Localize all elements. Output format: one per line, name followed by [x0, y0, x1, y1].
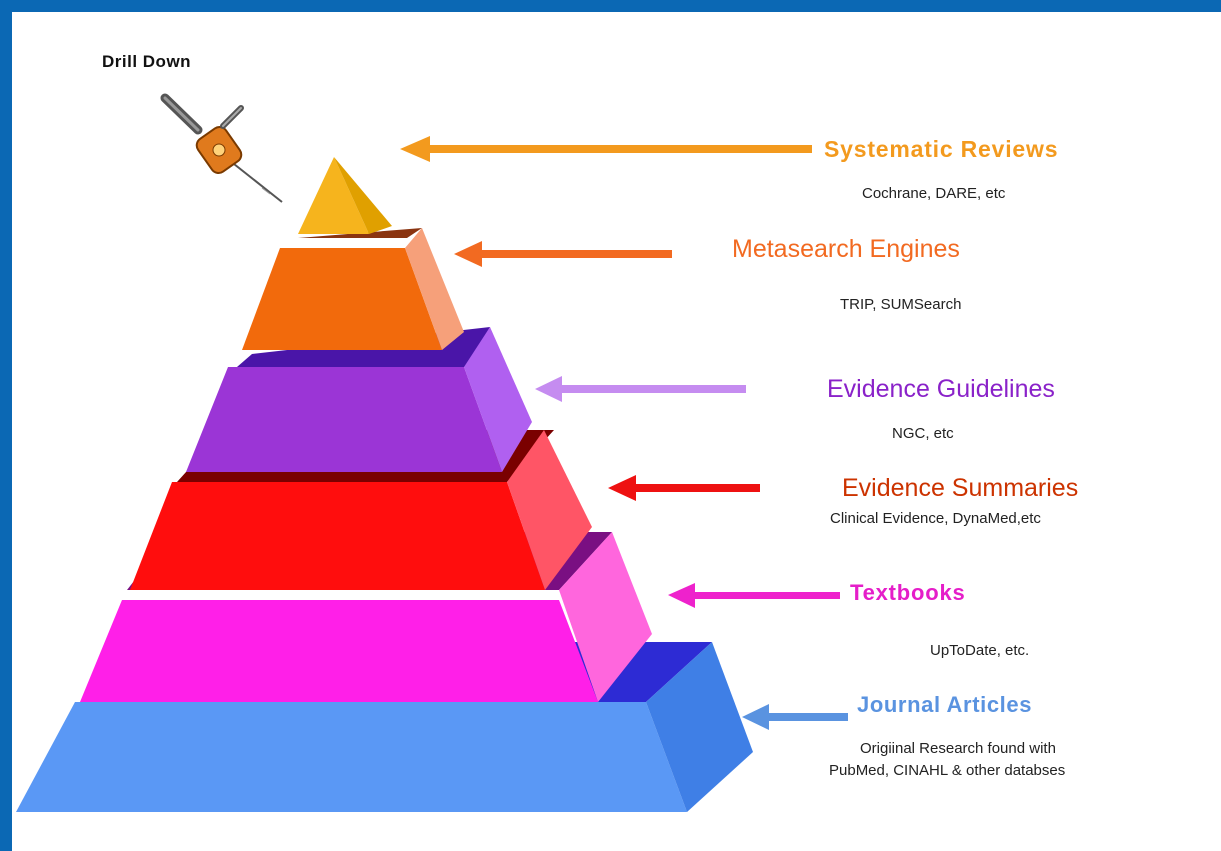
- sublabel-evidence-guidelines: NGC, etc: [892, 425, 954, 442]
- drill-down-label: Drill Down: [102, 52, 192, 71]
- arrow-journal-articles: [742, 704, 848, 730]
- tier-side-face: [507, 430, 592, 590]
- sublabel-journal-articles-line1: Origiinal Research found with: [860, 740, 1056, 757]
- pyramid-tier-systematic-reviews: [298, 157, 392, 234]
- sublabel-evidence-summaries: Clinical Evidence, DynaMed,etc: [830, 510, 1041, 527]
- slide-canvas: Drill Down Systematic Reviews Cochrane, …: [12, 12, 1221, 851]
- sublabel-metasearch-engines: TRIP, SUMSearch: [840, 296, 962, 313]
- arrow-metasearch-engines: [454, 241, 672, 267]
- arrow-evidence-guidelines: [535, 376, 746, 402]
- tier-front-face: [242, 248, 442, 350]
- tier-front-face: [80, 600, 598, 702]
- tier-side-face: [464, 327, 532, 472]
- label-systematic-reviews: Systematic Reviews: [824, 136, 1059, 162]
- sublabel-systematic-reviews: Cochrane, DARE, etc: [862, 185, 1006, 202]
- tier-side-face: [559, 532, 652, 702]
- tier-side-face: [405, 228, 464, 350]
- label-journal-articles: Journal Articles: [857, 692, 1033, 717]
- sublabel-textbooks: UpToDate, etc.: [930, 642, 1030, 659]
- arrow-systematic-reviews: [400, 136, 812, 162]
- label-evidence-guidelines: Evidence Guidelines: [827, 375, 1055, 403]
- tier-front-face: [16, 702, 687, 812]
- tier-front-face: [298, 157, 369, 234]
- arrow-textbooks: [668, 583, 840, 608]
- drill-icon: [160, 93, 283, 203]
- label-metasearch-engines: Metasearch Engines: [732, 235, 960, 263]
- label-textbooks: Textbooks: [850, 580, 966, 605]
- pyramid-tier-metasearch-engines: [242, 228, 464, 350]
- tier-side-face: [646, 642, 753, 812]
- arrow-evidence-summaries: [608, 475, 760, 501]
- label-evidence-summaries: Evidence Summaries: [842, 474, 1079, 502]
- tier-front-face: [186, 367, 502, 472]
- tier-front-face: [130, 482, 545, 590]
- sublabel-journal-articles-line2: PubMed, CINAHL & other databses: [829, 762, 1066, 779]
- tier-side-face: [334, 157, 392, 234]
- tier-top-face: [284, 228, 422, 238]
- evidence-pyramid-diagram: [16, 93, 848, 812]
